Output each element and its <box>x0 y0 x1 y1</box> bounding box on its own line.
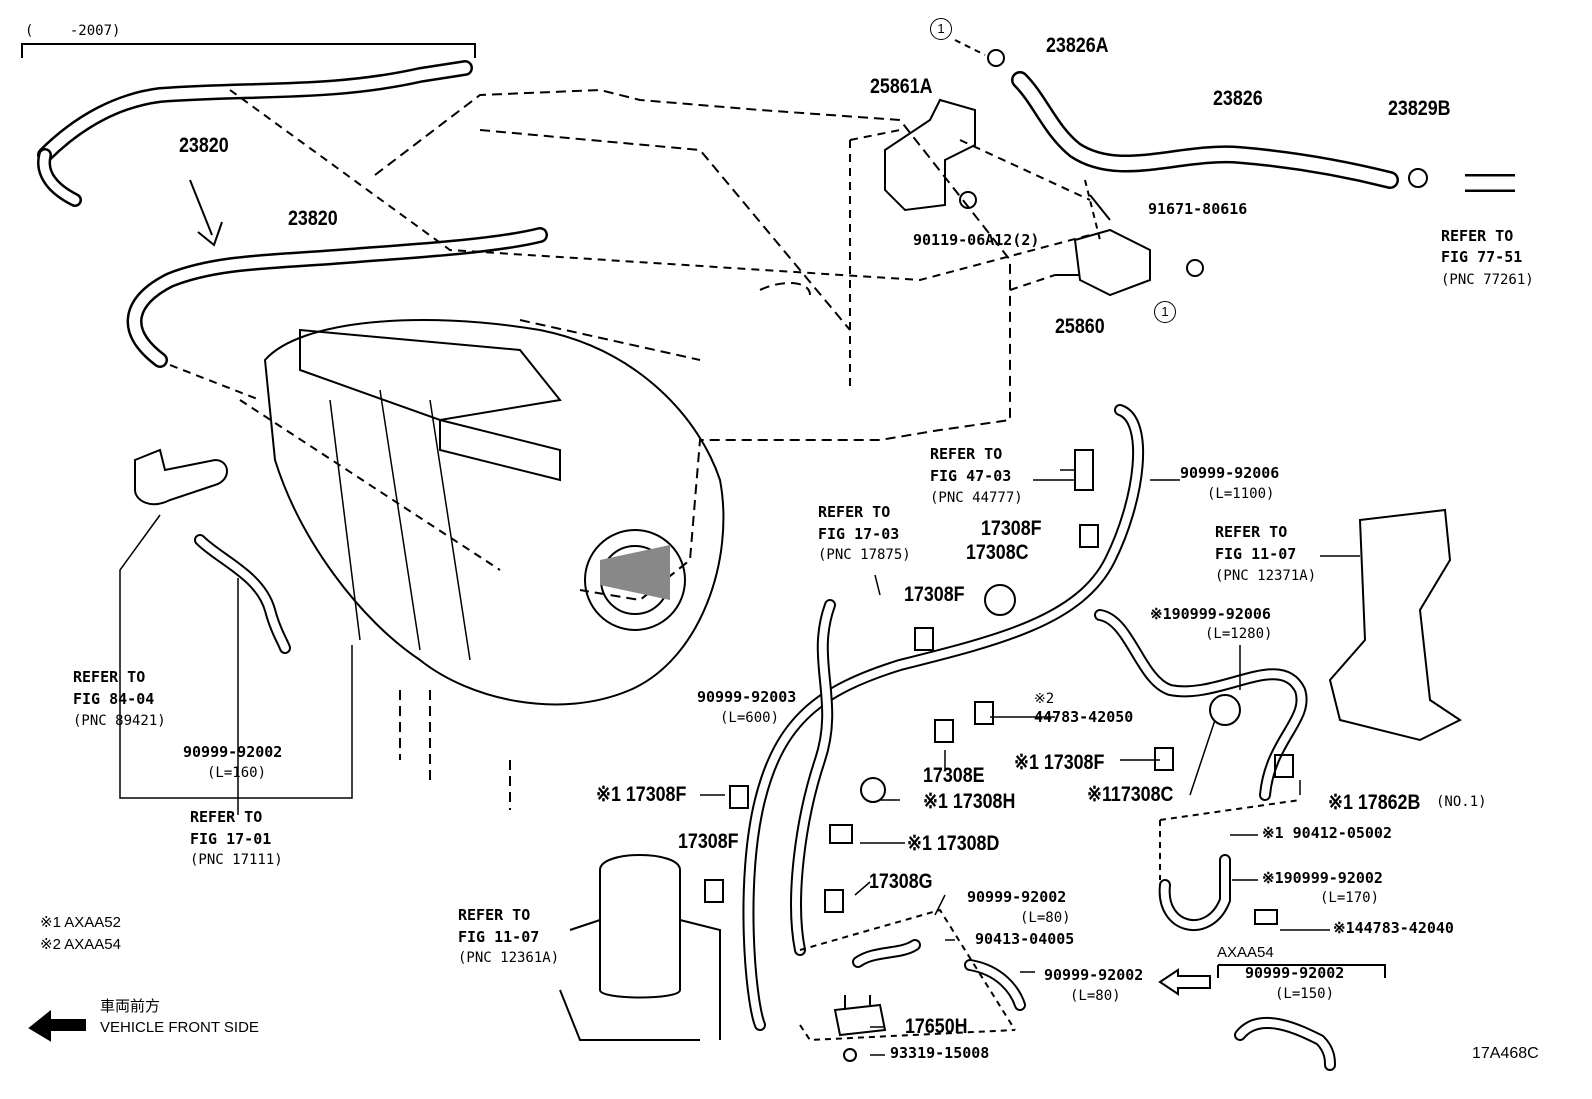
part-label: (L=80) <box>1070 988 1121 1004</box>
part-label: 25861A <box>870 75 933 98</box>
legend-note-1: ※1 AXAA52 <box>40 914 121 931</box>
engine-mount-12361A <box>599 854 681 999</box>
vehicle-front-label-jp: 車両前方 <box>100 998 161 1015</box>
part-label: FIG 84-04 <box>73 690 155 708</box>
engine-outline <box>374 88 1011 602</box>
part-label: (L=160) <box>207 765 267 781</box>
part-label: FIG 47-03 <box>930 467 1012 485</box>
part-label: (PNC 12371A) <box>1215 568 1317 584</box>
part-label: ※117308C <box>1087 783 1174 806</box>
part-label: 23826 <box>1213 87 1263 110</box>
part-label: 23820 <box>179 134 229 157</box>
clips <box>704 449 1294 925</box>
part-label: 90999-92006 <box>1180 464 1280 482</box>
part-label: ※190999-92006 <box>1150 605 1271 623</box>
part-label: 90999-92003 <box>697 688 797 706</box>
part-label: 23826A <box>1046 34 1109 57</box>
part-label: 23829B <box>1388 97 1451 120</box>
part-label: 17308C <box>966 541 1029 564</box>
year-bracket <box>21 43 476 58</box>
part-label: ※1 90412-05002 <box>1262 824 1392 842</box>
clamp-23829B <box>1408 168 1428 188</box>
part-label: ※1 17862B <box>1328 791 1421 814</box>
bracket-25861A <box>884 98 976 212</box>
engine-mount-12371A <box>1328 508 1462 742</box>
part-label: FIG 77-51 <box>1441 248 1523 266</box>
reference-arrow <box>1158 968 1211 996</box>
clamp-23826A <box>987 49 1005 67</box>
part-label: 90999-92002 <box>183 743 283 761</box>
bolt-90119 <box>959 191 977 209</box>
vehicle-front-arrow <box>28 1009 86 1042</box>
part-label: (PNC 12361A) <box>458 950 560 966</box>
part-label: AXAA54 <box>1217 944 1274 961</box>
part-label: (NO.1) <box>1436 794 1487 810</box>
part-label: REFER TO <box>818 503 891 521</box>
part-label: 44783-42050 <box>1034 708 1134 726</box>
part-label: FIG 17-01 <box>190 830 272 848</box>
part-label: ※1 17308D <box>907 832 1000 855</box>
part-label: ※2 <box>1034 691 1055 707</box>
part-label: (PNC 77261) <box>1441 272 1534 288</box>
part-label: ※1 17308H <box>923 790 1016 813</box>
part-label: (PNC 17875) <box>818 547 911 563</box>
part-label: 90119-06A12(2) <box>913 231 1040 249</box>
callout-circle-1: 1 <box>1154 301 1176 323</box>
part-label: (PNC 17111) <box>190 852 283 868</box>
part-label: REFER TO <box>1441 227 1514 245</box>
part-label: ※190999-92002 <box>1262 869 1383 887</box>
bolt-91671 <box>1186 259 1204 277</box>
vehicle-front-label: VEHICLE FRONT SIDE <box>100 1019 259 1036</box>
part-label: (PNC 89421) <box>73 713 166 729</box>
part-label: FIG 17-03 <box>818 525 900 543</box>
part-label: 17308F <box>904 583 965 606</box>
part-label: REFER TO <box>458 906 531 924</box>
part-label: 17308G <box>869 870 933 893</box>
part-label: (L=150) <box>1275 986 1335 1002</box>
part-label: ※1 17308F <box>596 783 687 806</box>
part-label: (L=80) <box>1020 910 1071 926</box>
part-label: 90999-92002 <box>967 888 1067 906</box>
intake-manifold <box>263 319 725 706</box>
callout-circle-1: 1 <box>930 18 952 40</box>
part-label: 93319-15008 <box>890 1044 990 1062</box>
part-label: REFER TO <box>930 445 1003 463</box>
vsv-25860 <box>1055 194 1151 297</box>
sensor-89421 <box>134 448 228 506</box>
part-label: 17308F <box>678 830 739 853</box>
throttle-body <box>584 529 686 631</box>
part-label: ( -2007) <box>25 23 121 39</box>
part-label: 23820 <box>288 207 338 230</box>
diagram-code: 17A468C <box>1472 1045 1539 1062</box>
part-label: REFER TO <box>73 668 146 686</box>
direction-arrow <box>189 179 223 247</box>
part-label: FIG 11-07 <box>1215 545 1297 563</box>
part-label: 90413-04005 <box>975 930 1075 948</box>
part-label: 25860 <box>1055 315 1105 338</box>
part-label: 17308E <box>923 764 985 787</box>
vsv-17650H <box>833 995 887 1037</box>
part-label: ※1 17308F <box>1014 751 1105 774</box>
part-label: 91671-80616 <box>1148 200 1248 218</box>
part-label: REFER TO <box>190 808 263 826</box>
part-label: 90999-92002 <box>1245 964 1345 982</box>
part-label: REFER TO <box>1215 523 1288 541</box>
part-label: ※144783-42040 <box>1333 919 1454 937</box>
part-label: 17650H <box>905 1015 968 1038</box>
part-label: 90999-92002 <box>1044 966 1144 984</box>
part-label: FIG 11-07 <box>458 928 540 946</box>
legend-note-2: ※2 AXAA54 <box>40 936 121 953</box>
part-label: (L=600) <box>720 710 780 726</box>
part-label: (L=170) <box>1320 890 1380 906</box>
part-label: (L=1100) <box>1207 486 1275 502</box>
part-label: 17308F <box>981 517 1042 540</box>
part-label: (L=1280) <box>1205 626 1273 642</box>
part-label: (PNC 44777) <box>930 490 1023 506</box>
